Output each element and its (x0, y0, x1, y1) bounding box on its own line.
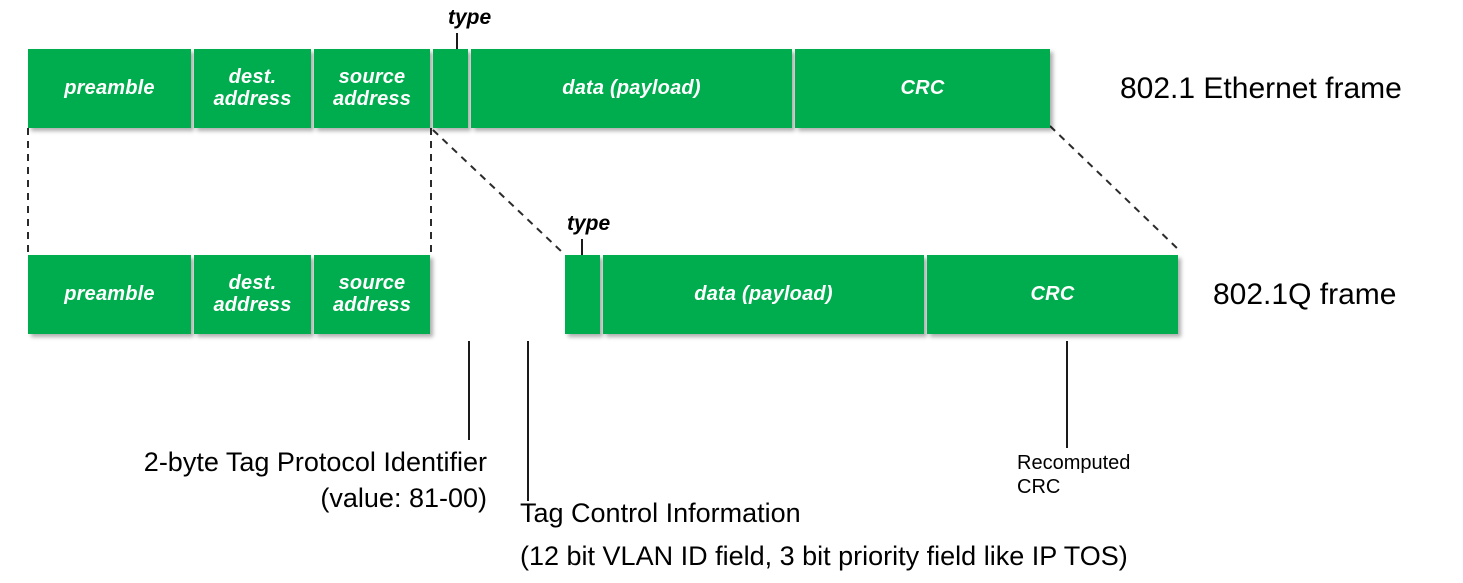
tci-annotation-line2: (12 bit VLAN ID field, 3 bit priority fi… (520, 541, 1128, 571)
tpid-leader-line (468, 341, 470, 440)
field-label: data (payload) (694, 282, 833, 305)
field-label: CRC (900, 76, 945, 99)
dot1q-field-source-address: source address (314, 255, 430, 334)
ethernet-frame-caption: 802.1 Ethernet frame (1120, 72, 1402, 105)
ethernet-type-callout-tick (456, 33, 458, 49)
ethernet-field-crc: CRC (795, 49, 1050, 128)
dot1q-field-crc: CRC (927, 255, 1178, 334)
ethernet-field-data-payload: data (payload) (471, 49, 792, 128)
field-label: CRC (1030, 282, 1075, 305)
field-label: dest. address (213, 65, 292, 110)
ethernet-field-dest-address: dest. address (194, 49, 311, 128)
ethernet-field-preamble: preamble (28, 49, 191, 128)
dot1q-field-preamble: preamble (28, 255, 191, 334)
field-label: preamble (64, 282, 155, 305)
field-label: dest. address (213, 271, 292, 316)
recomputed-crc-leader-line (1066, 341, 1068, 448)
recomputed-crc-annotation: Recomputed CRC (1017, 452, 1131, 499)
dot1q-field-type (565, 255, 600, 334)
dot1q-field-dest-address: dest. address (194, 255, 311, 334)
ethernet-type-callout-label: type (448, 6, 492, 29)
dot1q-type-callout-label: type (567, 212, 611, 235)
tci-annotation-line1: Tag Control Information (520, 498, 801, 528)
ethernet-field-source-address: source address (314, 49, 430, 128)
tpid-annotation-line2: (value: 81-00) (320, 483, 487, 513)
field-label: preamble (64, 76, 155, 99)
field-label: source address (332, 271, 412, 316)
tpid-annotation-line1: 2-byte Tag Protocol Identifier (143, 447, 487, 477)
dot1q-type-callout-tick (581, 239, 583, 255)
tci-leader-line (527, 341, 529, 501)
dot1q-field-data-payload: data (payload) (603, 255, 924, 334)
field-label: source address (332, 65, 412, 110)
dot1q-frame-caption: 802.1Q frame (1213, 278, 1397, 311)
ethernet-field-type (433, 49, 468, 128)
field-label: data (payload) (562, 76, 701, 99)
